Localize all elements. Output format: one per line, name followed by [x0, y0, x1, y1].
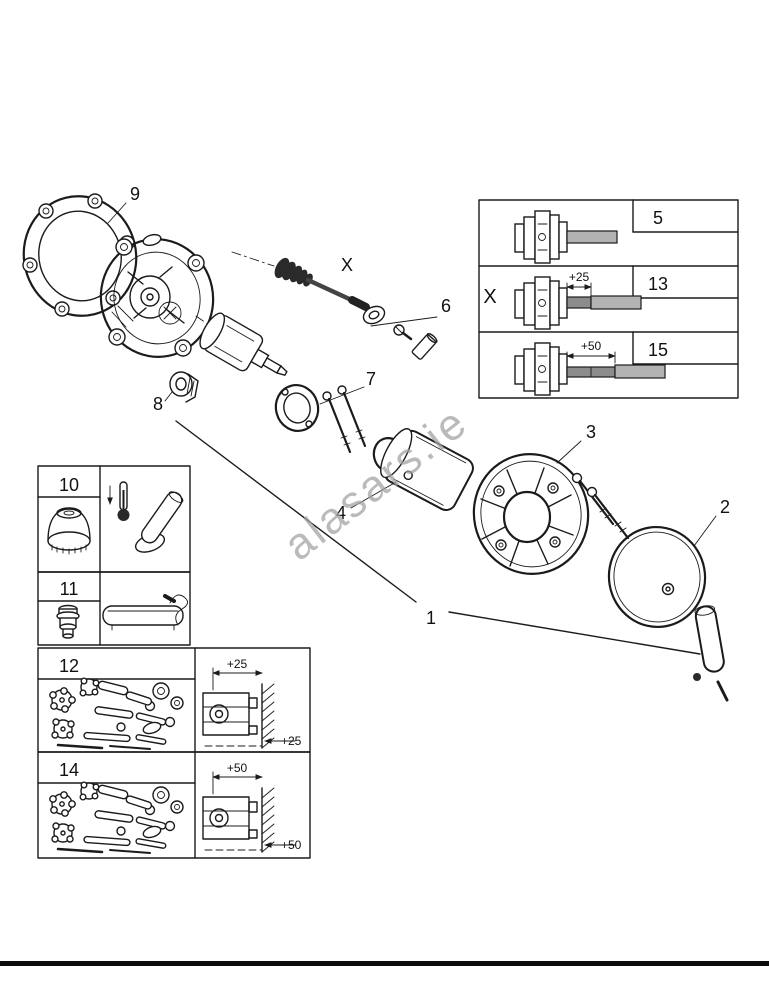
inset-box-11: 11 — [37, 571, 191, 646]
variants-panel-x-label: X — [483, 286, 496, 308]
connector-drawing — [56, 604, 80, 639]
callout-4: 4 — [336, 503, 346, 523]
leader-line-7 — [319, 386, 365, 405]
callout-x: X — [341, 255, 353, 275]
callout-7: 7 — [366, 369, 376, 389]
inset-box-12: 12 +25 +25 — [37, 647, 311, 753]
cap-drawing — [47, 507, 91, 555]
inset-box-10: 10 — [37, 465, 191, 573]
callout-1: 1 — [426, 608, 436, 628]
callout-8: 8 — [153, 394, 163, 414]
variant-row-13: +25 13 — [514, 270, 668, 330]
variant-dim-15: +50 — [581, 339, 602, 353]
sleeve-part-4 — [380, 428, 474, 511]
parts-kit-drawing-14 — [48, 780, 185, 855]
roughin-dim-top-14: +50 — [227, 761, 248, 775]
inset-label-12: 12 — [59, 656, 79, 676]
assembly-group-line-1 — [175, 420, 701, 655]
leader-line-8 — [164, 391, 173, 402]
variant-label-15: 15 — [648, 340, 668, 360]
variants-panel: X 5 +25 13 +50 15 — [478, 199, 739, 399]
page-bottom-rule — [0, 961, 769, 966]
variant-label-13: 13 — [648, 274, 668, 294]
extension-shaft-x — [231, 251, 370, 311]
variant-label-5: 5 — [653, 208, 663, 228]
leader-line-3 — [556, 440, 582, 464]
gasket-part-9 — [22, 193, 138, 317]
inset-label-11: 11 — [60, 579, 79, 599]
leader-line-2 — [693, 515, 717, 547]
small-parts-6 — [362, 305, 438, 360]
lever-drawing — [134, 491, 184, 553]
bathtub-drawing — [102, 594, 188, 631]
leader-line-4 — [350, 481, 397, 509]
roughin-dim-bottom-14: +50 — [281, 838, 302, 852]
callout-2: 2 — [720, 497, 730, 517]
callout-6: 6 — [441, 296, 451, 316]
inset-label-14: 14 — [59, 760, 79, 780]
thermometer-icon — [107, 481, 130, 521]
variant-row-15: +50 15 — [514, 339, 668, 396]
inset-box-14: 14 +50 +50 — [37, 751, 311, 859]
roughin-dim-bottom-12: +25 — [281, 734, 302, 748]
roughin-dim-top-12: +25 — [227, 657, 248, 671]
rosette-part-3 — [472, 453, 630, 575]
callout-3: 3 — [586, 422, 596, 442]
variant-row-5: 5 — [514, 208, 663, 264]
cartridge-part — [199, 312, 288, 377]
plug-part-8 — [169, 371, 199, 403]
escutcheon-part-2 — [607, 525, 707, 629]
parts-kit-drawing-12 — [48, 676, 185, 751]
leader-line-9 — [107, 202, 127, 224]
inset-label-10: 10 — [59, 475, 79, 495]
lever-handle-part — [693, 605, 729, 702]
valve-body — [99, 233, 215, 358]
callout-9: 9 — [130, 184, 140, 204]
variant-dim-13: +25 — [569, 270, 590, 284]
